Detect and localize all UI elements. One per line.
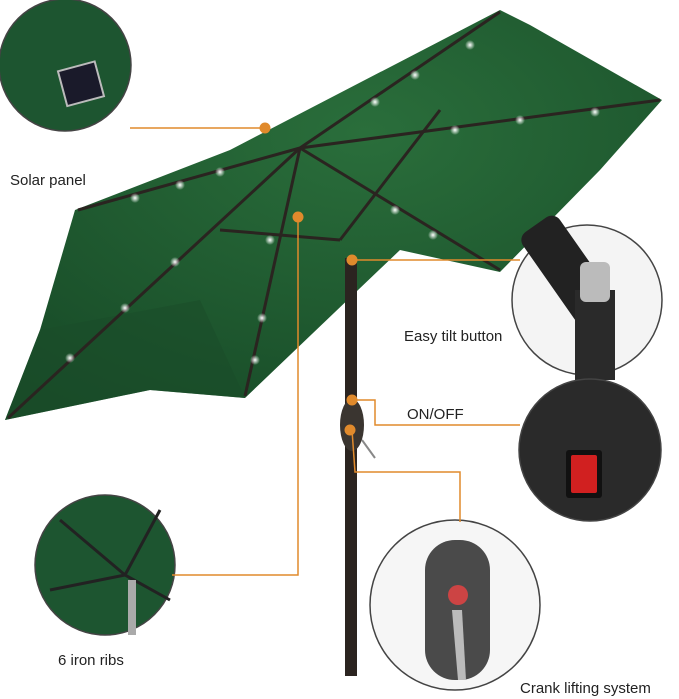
canopy bbox=[5, 10, 662, 420]
ribs bbox=[6, 10, 661, 420]
solar-panel-label: Solar panel bbox=[10, 172, 86, 189]
tilt-button-label: Easy tilt button bbox=[404, 328, 503, 345]
tilt-button-inset bbox=[511, 215, 663, 380]
solar-panel-inset bbox=[0, 0, 132, 132]
ribs-inset bbox=[34, 494, 176, 636]
ribs-label: 6 iron ribs bbox=[58, 652, 124, 669]
onoff-label: ON/OFF bbox=[407, 406, 464, 423]
led-lights bbox=[65, 40, 600, 365]
leader-lines bbox=[130, 127, 520, 576]
onoff-inset bbox=[518, 378, 662, 522]
crank-label: Crank lifting system bbox=[520, 680, 651, 697]
leader-dots bbox=[259, 122, 358, 436]
crank-inset bbox=[369, 519, 541, 691]
